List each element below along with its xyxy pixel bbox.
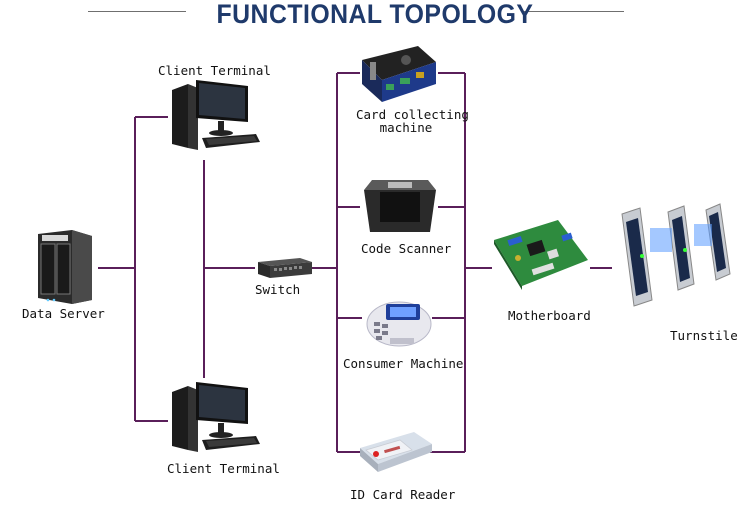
pos-terminal-icon [366,301,432,347]
card-collector-board-icon [362,46,436,102]
turnstile-gate-icon [621,203,731,307]
desktop-computer-icon [172,80,260,150]
diagram-title: FUNCTIONAL TOPOLOGY [216,0,534,29]
motherboard-label: Motherboard [508,308,591,323]
nas-server-icon [38,230,92,304]
id-card-reader-icon [360,432,432,472]
network-switch-icon [258,258,312,278]
switch-label: Switch [255,282,301,297]
consumer-machine-label: Consumer Machine [343,356,464,371]
turnstile-label: Turnstile [670,328,738,343]
card-machine-label-line2: machine [379,120,433,135]
circuit-board-icon [494,220,588,290]
data-server-label: Data Server [22,306,105,321]
code-scanner-label: Code Scanner [361,241,452,256]
client-terminal-bottom-label: Client Terminal [167,461,280,476]
title-rule-right [524,11,624,12]
qr-scanner-icon [364,180,436,232]
card-machine-label-line1: Card collecting [356,107,469,122]
title-rule-left [88,11,186,12]
client-terminal-top-label: Client Terminal [158,63,271,78]
desktop-computer-icon [172,382,260,452]
id-card-reader-label: ID Card Reader [350,487,456,502]
